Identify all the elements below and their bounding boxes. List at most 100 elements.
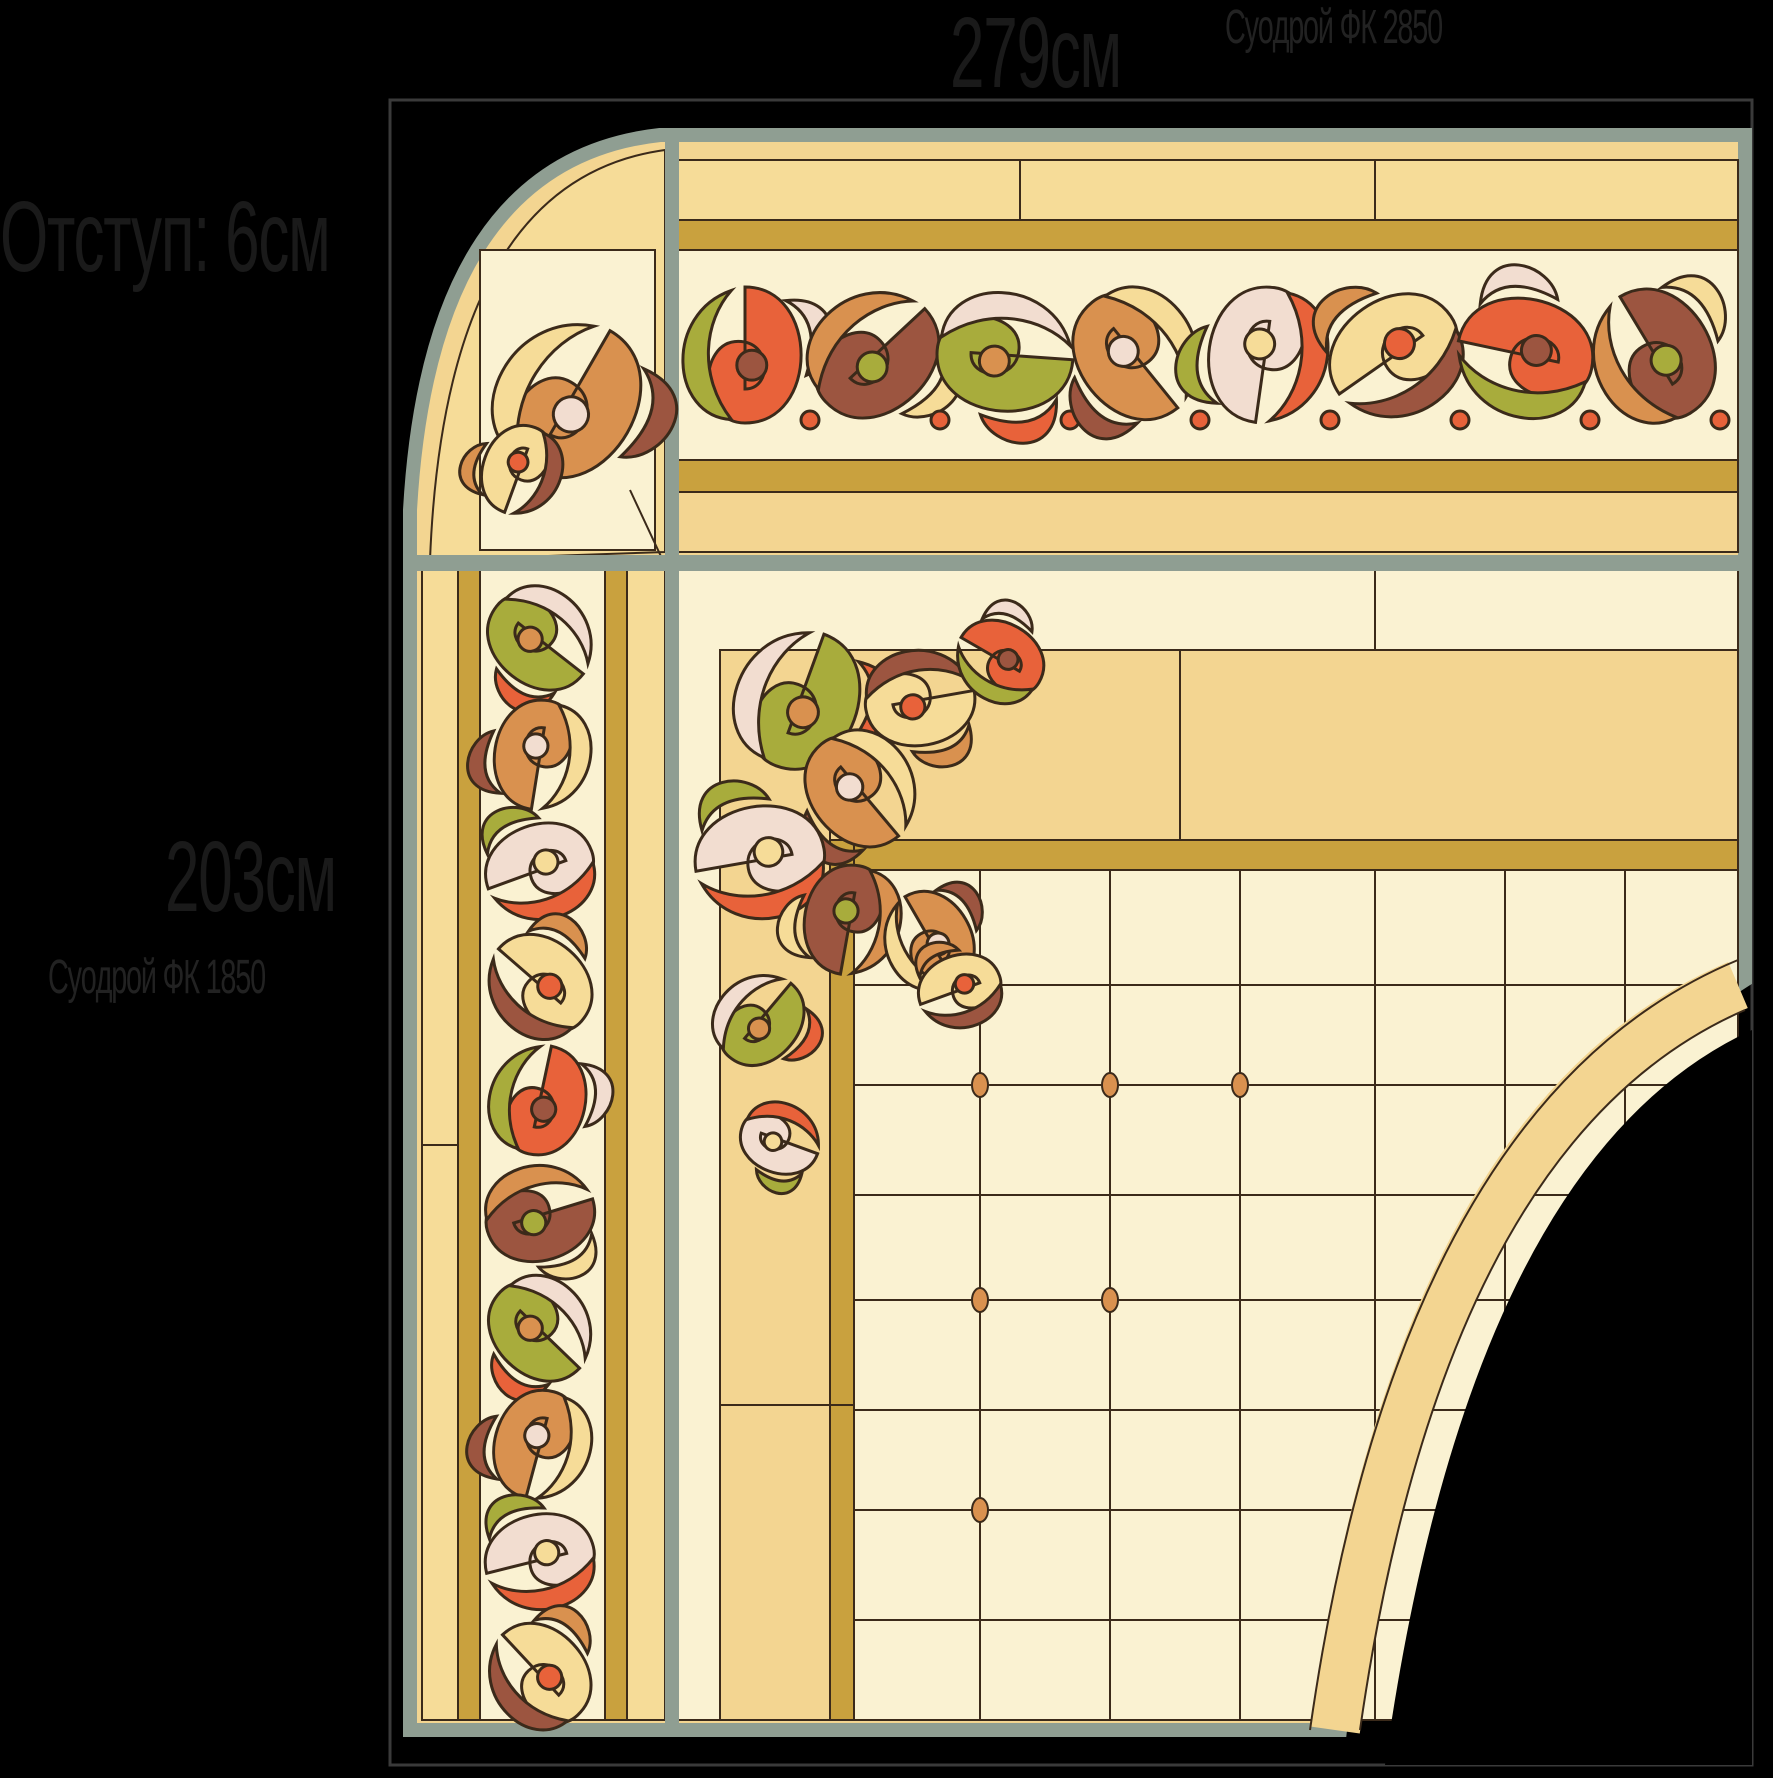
swirl-center [1649,343,1683,377]
berry [1319,409,1341,431]
swirl-petal [1344,325,1465,419]
swirl-ornament [480,805,597,921]
width-dimension-label: 279см [950,0,1122,109]
swirl-petal [531,1394,594,1501]
offset-dimension-label: Отступ: 6см [0,181,331,293]
swirl-center [1382,327,1416,361]
swirl-center [516,1314,544,1342]
swirl-petal [865,648,974,702]
leaf [1174,324,1223,405]
swirl-center [532,848,560,876]
swirl-center [533,1539,561,1567]
swirl-ornament [483,1493,596,1611]
swirl-petal [506,1273,593,1365]
leaf [1478,263,1560,309]
swirl-ornament [710,974,824,1067]
jewel-dot [1101,1287,1119,1313]
swirl-center [855,350,889,384]
swirl-center [762,1131,784,1153]
swirl-petal [1591,301,1681,425]
swirl-center [735,348,769,382]
swirl-ornament [864,648,977,769]
swirl-ornament [1456,263,1595,420]
swirl-ornament [738,1100,820,1196]
swirl-petal [537,702,593,811]
swirl-center [551,395,591,434]
swirl-ornament [1068,285,1199,441]
jewel-dot [971,1072,989,1098]
jewel-dot [1231,1072,1249,1098]
berry [1189,409,1211,431]
swirl-ornament [681,285,834,425]
leaf [535,1228,598,1281]
swirl-center [522,732,550,760]
leaf [484,1493,548,1544]
leaf [576,1061,615,1129]
swirl-center [1519,334,1553,367]
leaf [1068,374,1143,441]
swirl-petal [489,858,597,921]
swirl-petal [829,728,917,832]
swirl-ornament [486,584,593,714]
swirl-center [506,450,530,474]
height-dimension-label: 203см [165,821,337,933]
berry [929,409,951,431]
swirl-ornament [801,728,917,866]
swirl-petal [710,974,788,1053]
swirl-ornament [914,940,1004,1030]
swirl-ornament [465,1388,594,1501]
berry [1449,409,1471,431]
lower-right-arc [1310,961,1748,1734]
leaf [978,598,1034,635]
swirl-ornament [1591,274,1727,425]
swirl-ornament [484,1163,598,1281]
swirl-ornament [1311,285,1465,419]
swirl-center [516,625,544,653]
swirl-petal [731,631,816,761]
panel-dividers [410,135,1745,1730]
leaf [1311,285,1381,358]
swirl-center [996,648,1020,671]
swirl-petal [1456,349,1588,420]
swirl-ornament [956,598,1046,706]
leaf [466,728,506,796]
leaf [780,1005,824,1062]
swirl-petal [488,1638,572,1732]
leaf [465,1414,502,1482]
swirl-center [1106,334,1140,368]
width-note-label: Суoдрой ФК 2850 [1225,1,1443,54]
swirl-center [899,693,927,721]
swirl-center [536,972,564,1000]
swirl-center [520,1209,548,1237]
leaf [754,1166,805,1196]
swirl-center [786,695,820,730]
swirl-ornament [487,912,594,1041]
berry [799,409,821,431]
swirl-petal [744,1100,820,1152]
swirl-ornament [935,291,1075,445]
leaf [524,912,588,962]
swirl-center [977,344,1011,378]
swirl-center [953,973,976,995]
swirl-ornament [466,698,593,812]
height-note-label: Суoдрой ФК 1850 [48,951,266,1004]
swirl-petal [484,1163,592,1224]
swirl-petal [681,287,737,422]
swirl-ornament [488,1604,593,1732]
swirl-center [834,772,865,802]
swirl-petal [487,1554,596,1611]
swirl-center [530,1095,558,1123]
swirl-center [1243,327,1277,361]
swirl-petal [956,640,1036,706]
leaf [529,1604,592,1657]
leaf [775,893,815,960]
swirl-petal [920,980,1004,1030]
swirl-ornament [487,1044,615,1157]
leaf [914,940,963,984]
leaf [458,441,490,498]
leaf [977,394,1058,445]
swirl-center [746,1016,772,1041]
swirl-petal [508,430,565,515]
swirl-center [523,1422,551,1450]
leaf [909,719,973,769]
